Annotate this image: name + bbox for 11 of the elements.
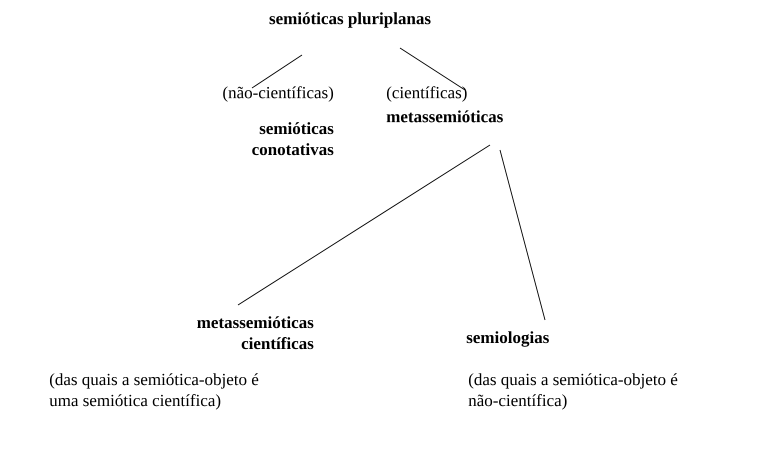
leaf-term: metassemióticas científicas bbox=[197, 316, 314, 350]
connector-line bbox=[400, 48, 466, 90]
connector-line bbox=[500, 150, 546, 320]
branch-term: (não-científicas) semióticas conotativas bbox=[223, 86, 334, 156]
leaf-term: semiologias bbox=[466, 331, 549, 347]
note-text: (das quais a semiótica-objeto é uma semiótica científica) bbox=[49, 373, 258, 410]
connector-line bbox=[252, 54, 302, 88]
connector-line bbox=[238, 144, 490, 306]
note-text: (das quais a semiótica-objeto é não-científica) bbox=[468, 373, 678, 410]
root-term: semióticas pluriplanas bbox=[270, 12, 431, 28]
branch-term: (científicas) metassemióticas bbox=[386, 86, 503, 122]
